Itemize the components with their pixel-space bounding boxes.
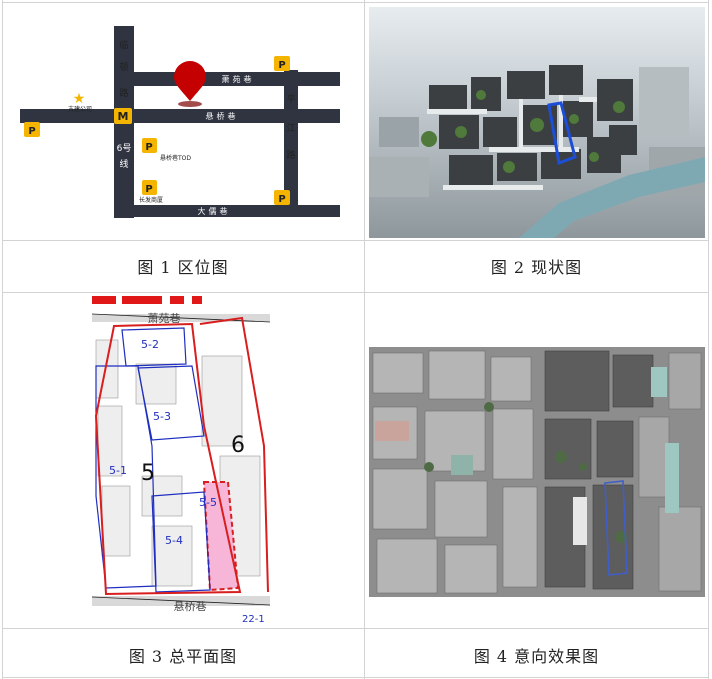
lot-label-5-5: 5-5 bbox=[199, 496, 217, 509]
poi-market-label: 长发商厦 bbox=[139, 196, 163, 204]
svg-text:M: M bbox=[118, 110, 129, 123]
svg-text:P: P bbox=[145, 142, 152, 153]
figure-3-caption: 图 3 总平面图 bbox=[128, 647, 238, 666]
block-label-6: 6 bbox=[231, 433, 245, 458]
road-label-line6-a: 6号 bbox=[117, 143, 132, 154]
road-line-6 bbox=[116, 136, 132, 218]
table-border-right bbox=[708, 0, 709, 679]
location-pin-icon bbox=[174, 61, 206, 107]
road-label-linton-1: 临 bbox=[119, 39, 128, 51]
road-label-pingjiang-1: 平 bbox=[286, 94, 295, 105]
road-pingjiang bbox=[284, 70, 298, 210]
poi-company-label: 古建公司 bbox=[68, 105, 92, 113]
lot-label-5-1: 5-1 bbox=[109, 464, 127, 477]
figure-1-caption: 图 1 区位图 bbox=[137, 258, 229, 277]
intention-rendering-topview bbox=[369, 347, 705, 597]
parking-icon: P bbox=[274, 190, 290, 205]
block-5-boundary bbox=[94, 322, 242, 596]
table-row-separator bbox=[2, 292, 709, 293]
master-plan-svg: 萧苑巷 悬桥巷 5- bbox=[92, 296, 270, 624]
parking-icon: P bbox=[24, 122, 40, 137]
svg-text:P: P bbox=[145, 184, 152, 195]
block-6-boundary bbox=[199, 316, 269, 593]
plan-street-top: 萧苑巷 bbox=[148, 312, 181, 325]
plan-street-bottom: 悬桥巷 bbox=[174, 600, 207, 613]
plan-edge-label: 22-1 bbox=[242, 614, 265, 624]
road-label-xiaoyuan: 萧苑巷 bbox=[222, 74, 255, 84]
parking-icon: P bbox=[274, 56, 290, 71]
parking-icon: P bbox=[142, 138, 157, 153]
table-border-bottom bbox=[2, 677, 709, 678]
table-row-separator bbox=[2, 628, 709, 629]
road-label-line6-b: 线 bbox=[119, 158, 128, 170]
lot-label-5-4: 5-4 bbox=[165, 534, 183, 547]
poi-tod-label: 悬桥巷TOD bbox=[160, 154, 191, 162]
lot-label-5-2: 5-2 bbox=[141, 338, 159, 351]
road-label-pingjiang-3: 路 bbox=[286, 149, 295, 161]
table-border-left bbox=[2, 0, 3, 679]
road-label-xuanqiao: 悬桥巷 bbox=[206, 111, 239, 121]
table-row-separator bbox=[2, 240, 709, 241]
road-label-daru: 大儒巷 bbox=[198, 206, 231, 216]
figure-4-caption: 图 4 意向效果图 bbox=[473, 647, 600, 666]
lot-5-2-outline bbox=[121, 327, 187, 367]
current-status-image bbox=[369, 7, 705, 238]
location-map: 临 顿 路 6号 线 平 江 路 萧苑巷 悬桥巷 大儒巷 ★ 古建公司 M bbox=[8, 8, 358, 236]
lot-5-4-outline bbox=[151, 491, 211, 593]
intention-rendering-image bbox=[369, 347, 705, 597]
svg-text:P: P bbox=[278, 60, 285, 71]
road-label-linton-2: 顿 bbox=[119, 61, 128, 73]
metro-icon: M bbox=[114, 108, 132, 124]
road-label-pingjiang-2: 江 bbox=[286, 123, 295, 134]
svg-text:P: P bbox=[278, 194, 285, 205]
table-border-middle bbox=[364, 0, 365, 679]
location-map-svg: 临 顿 路 6号 线 平 江 路 萧苑巷 悬桥巷 大儒巷 ★ 古建公司 M bbox=[20, 26, 340, 218]
current-status-aerial bbox=[369, 7, 705, 238]
svg-text:P: P bbox=[28, 126, 35, 137]
block-label-5: 5 bbox=[141, 461, 155, 486]
road-xuanqiao bbox=[20, 109, 340, 123]
figure-2-caption: 图 2 现状图 bbox=[490, 258, 583, 277]
table-border-top bbox=[2, 2, 709, 3]
road-label-linton-3: 路 bbox=[119, 87, 128, 99]
road-daru bbox=[120, 205, 340, 217]
site-outline bbox=[604, 480, 628, 576]
master-plan: 萧苑巷 悬桥巷 5- bbox=[92, 296, 270, 624]
lot-label-5-3: 5-3 bbox=[153, 410, 171, 423]
parking-icon: P bbox=[142, 180, 157, 195]
star-icon: ★ bbox=[73, 91, 86, 107]
site-outline bbox=[547, 101, 577, 166]
